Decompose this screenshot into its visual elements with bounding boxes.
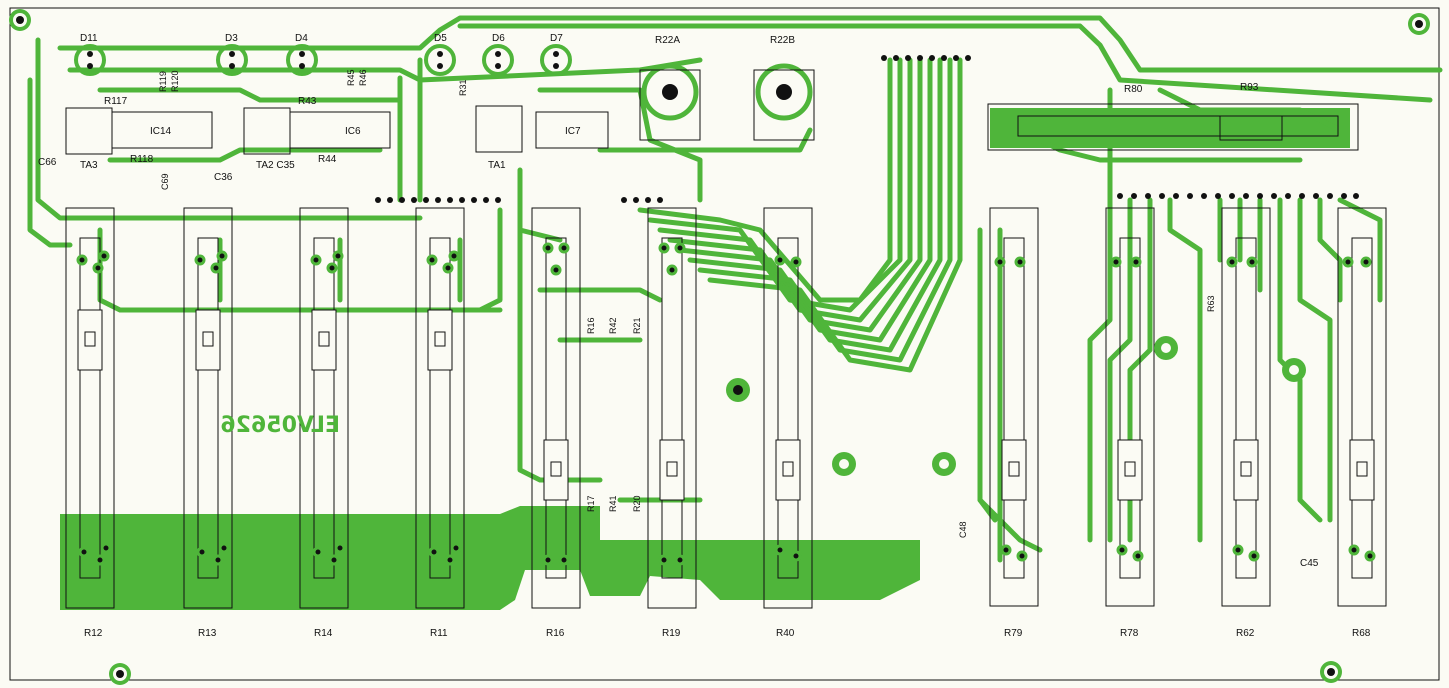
label-r22a: R22A — [655, 35, 680, 46]
rotary-pot-icons — [639, 63, 815, 141]
ground-plane — [60, 506, 920, 610]
header-pads — [375, 55, 1359, 203]
label-d6: D6 — [492, 33, 505, 44]
label-r80: R80 — [1124, 84, 1143, 95]
label-c36: C36 — [214, 172, 233, 183]
label-r120: R120 — [170, 70, 180, 92]
label-ic6: IC6 — [345, 126, 361, 137]
label-c66: C66 — [38, 157, 57, 168]
mounting-hole-icon — [9, 9, 31, 31]
label-c45: C45 — [1300, 558, 1319, 569]
label-d3: D3 — [225, 33, 238, 44]
component-labels: D11 D3 D4 D5 D6 D7 R22A R22B R119 R120 R… — [38, 33, 1319, 569]
label-r45: R45 — [346, 69, 356, 86]
label-c48: C48 — [958, 521, 968, 538]
mounting-hole-icon — [1320, 661, 1342, 683]
label-r16-small: R16 — [586, 317, 596, 334]
mounting-hole-icon — [932, 452, 956, 476]
mounting-hole-icon — [832, 452, 856, 476]
fader-knobs-right — [1001, 439, 1375, 501]
label-r43: R43 — [298, 96, 317, 107]
fader-label-r13: R13 — [198, 628, 217, 639]
fader-label-r16: R16 — [546, 628, 565, 639]
label-c69: C69 — [160, 173, 170, 190]
fader-label-r62: R62 — [1236, 628, 1255, 639]
label-d11: D11 — [80, 33, 98, 44]
board-outline — [9, 7, 1440, 681]
fader-label-r14: R14 — [314, 628, 333, 639]
label-r117: R117 — [104, 96, 128, 107]
ic-outlines — [65, 103, 1359, 155]
label-r41: R41 — [608, 495, 618, 512]
label-r21: R21 — [632, 317, 642, 334]
label-r44: R44 — [318, 154, 337, 165]
fader-label-r12: R12 — [84, 628, 103, 639]
fader-pads — [76, 242, 1376, 566]
label-r17: R17 — [586, 495, 596, 512]
fader-label-r68: R68 — [1352, 628, 1371, 639]
fader-label-r11: R11 — [430, 628, 448, 639]
mounting-hole-icon — [1154, 336, 1178, 360]
mounting-hole-icon — [1408, 13, 1430, 35]
fader-label-r40: R40 — [776, 628, 795, 639]
fader-label-r19: R19 — [662, 628, 681, 639]
label-r31: R31 — [458, 79, 468, 96]
label-ic14: IC14 — [150, 126, 172, 137]
fader-group-left — [65, 207, 813, 609]
label-r119: R119 — [158, 71, 168, 92]
label-r63: R63 — [1206, 295, 1216, 312]
copper-traces — [27, 15, 1443, 563]
led-pads — [87, 51, 559, 69]
label-r46: R46 — [358, 69, 368, 86]
label-ta2-c35: TA2 C35 — [256, 160, 295, 171]
mounting-hole-icon — [726, 378, 750, 402]
fader-label-r79: R79 — [1004, 628, 1023, 639]
board-watermark: ELV05626 — [220, 413, 340, 438]
mounting-hole-icon — [1282, 358, 1306, 382]
label-r42: R42 — [608, 317, 618, 334]
label-r20: R20 — [632, 495, 642, 512]
ground-plane-top — [990, 108, 1350, 148]
fader-group-right — [989, 207, 1387, 607]
label-d5: D5 — [434, 33, 447, 44]
led-icons — [74, 44, 572, 76]
fader-labels: R12 R13 R14 R11 R16 R19 R40 R79 R78 R62 … — [84, 628, 1371, 639]
fader-knobs-left — [77, 309, 801, 501]
label-ta3: TA3 — [80, 160, 98, 171]
label-ta1: TA1 — [488, 160, 506, 171]
fader-label-r78: R78 — [1120, 628, 1139, 639]
label-r118: R118 — [130, 154, 154, 165]
label-r22b: R22B — [770, 35, 795, 46]
label-r93: R93 — [1240, 82, 1259, 93]
label-d7: D7 — [550, 33, 563, 44]
mounting-hole-icon — [109, 663, 131, 685]
label-d4: D4 — [295, 33, 308, 44]
label-ic7: IC7 — [565, 126, 581, 137]
